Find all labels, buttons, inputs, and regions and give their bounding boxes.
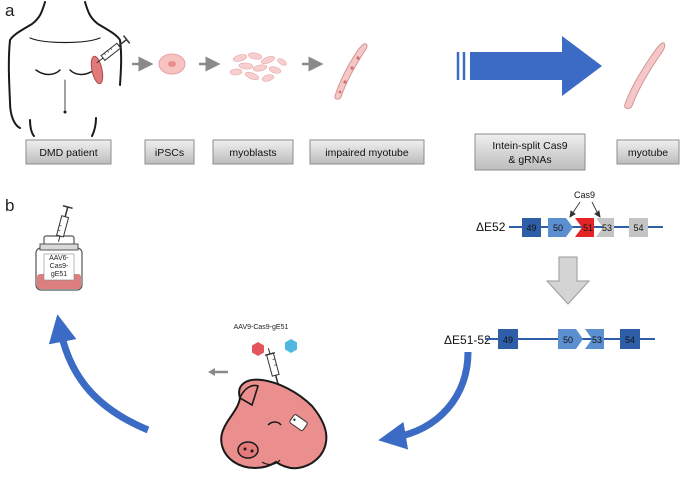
svg-text:DMD patient: DMD patient [39,147,97,159]
panel-letter-b: b [5,196,14,215]
svg-text:myotube: myotube [628,147,668,159]
patient-figure [7,1,123,137]
label-myoblasts: myoblasts [212,139,294,165]
syringe-icon [96,35,131,64]
svg-text:50: 50 [553,223,563,233]
svg-text:53: 53 [592,335,602,345]
myotube-icon [624,42,666,109]
exon-53-top: 53 [596,218,614,237]
exon-54-top: 54 [629,218,648,237]
muscle-icon [90,55,104,85]
down-arrow [545,256,591,305]
exon-50-top: 50 [548,218,573,237]
exon-53-bottom: 53 [585,329,604,349]
svg-text:AAV6-: AAV6- [49,255,69,262]
svg-text:49: 49 [503,335,513,345]
svg-text:impaired myotube: impaired myotube [325,147,409,159]
aav-label: AAV9-Cas9-gE51 [234,324,289,331]
impaired-myotube-icon [334,43,368,100]
panel-letter-a: a [5,1,15,20]
svg-text:53: 53 [602,223,612,233]
hexagon-red-icon [252,342,264,356]
cas9-cut-arrows [569,201,601,218]
label-myotube: myotube [616,139,680,165]
label-impaired-myotube: impaired myotube [309,139,425,165]
svg-text:myoblasts: myoblasts [229,147,276,159]
svg-text:iPSCs: iPSCs [155,147,184,159]
vial-syringe-icon [56,205,73,242]
exon-49-top: 49 [522,218,541,237]
pig-icon [220,378,328,470]
exon-49-bottom: 49 [498,329,518,349]
curved-arrow-right [378,351,472,450]
svg-text:& gRNAs: & gRNAs [508,154,551,166]
label-cas9-grnas: Intein-split Cas9 & gRNAs [474,133,586,171]
vial-icon: AAV6- Cas9- gE51 [35,235,83,291]
ipsc-icon [158,53,186,75]
myoblasts-icon [229,52,287,82]
pig-syringe-icon [264,348,280,387]
cas9-label: Cas9 [574,190,595,200]
svg-text:Cas9-: Cas9- [50,263,69,270]
label-patient: DMD patient [25,139,112,165]
hexagon-blue-icon [285,339,297,353]
exon-50-bottom: 50 [558,329,583,349]
svg-text:49: 49 [526,223,536,233]
label-ipscs: iPSCs [144,139,195,165]
exon-54-bottom: 54 [620,329,640,349]
svg-text:50: 50 [563,335,573,345]
gene-label-delta-e51-52: ΔE51-52 [444,333,491,347]
gene-label-delta-e52: ΔE52 [476,220,506,234]
small-gray-arrow [208,368,228,376]
curved-arrow-left [48,314,150,434]
svg-text:gE51: gE51 [51,271,67,278]
svg-text:54: 54 [625,335,635,345]
ear-tag-icon [289,414,308,431]
big-process-arrow [456,36,602,96]
svg-text:Intein-split Cas9: Intein-split Cas9 [492,140,567,152]
svg-text:51: 51 [583,223,593,233]
exon-51-top: 51 [575,218,594,237]
svg-text:54: 54 [633,223,643,233]
